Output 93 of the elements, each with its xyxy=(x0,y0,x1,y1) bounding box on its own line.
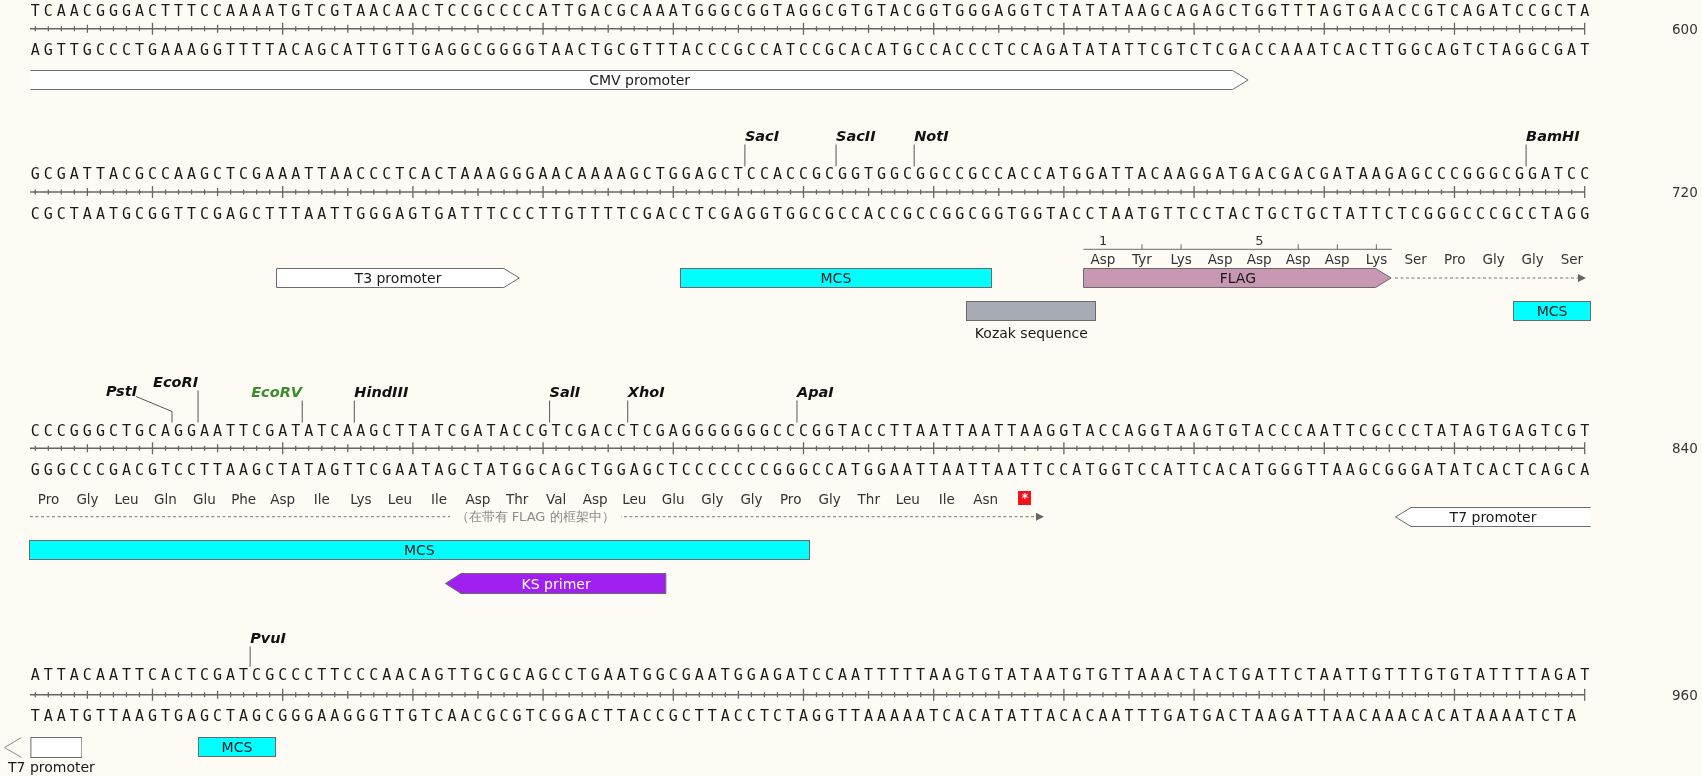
feature-label: MCS xyxy=(820,270,852,286)
dna-sequence: CCCGGGCTGCAGGAATTCGATATCAAGCTTATCGATACCGTCGACCTCGAGGGGGGGCCCGGTACCTTAATTAATTAAGGTACCAGGTAAGTGTACCCAATTCGCCCTATAGTGAGTCGT xyxy=(30,422,1590,440)
amino-acid-label: Thr xyxy=(506,491,529,507)
amino-acid-label: Thr xyxy=(857,491,880,507)
amino-acid-label: Gly xyxy=(1521,251,1544,267)
amino-acid-label: Lys xyxy=(1365,251,1388,267)
amino-acid-label: Asp xyxy=(1324,251,1350,267)
amino-acid-label: Asp xyxy=(1285,251,1311,267)
amino-acid-label: Pro xyxy=(37,491,60,507)
feature-label: Kozak sequence xyxy=(974,324,1088,341)
amino-acid-label: Gly xyxy=(1482,251,1505,267)
amino-acid-label: Glu xyxy=(193,491,216,507)
dna-sequence: TCAACGGGACTTTCCAAAATGTCGTAACAACTCCGCCCCATTGACGCAAATGGGCGGTAGGCGTGTACGGTGGGAGGTCTATATAAGCAGAGCTGGTTTAGTGAACCGTCAGATCCGCTA xyxy=(30,2,1590,20)
amino-acid-label: Glu xyxy=(661,491,685,507)
dna-sequence: TAATGTTAAGTGAGCTAGCGGGAAGGGTTGTCAACGCGTCGGACTTACCGCTTACCTCTAGGTTAAAAATCACATATTACACAATTTGATGACTAAGATTAACAAACACATAAAATCTA xyxy=(30,707,1577,725)
residue-number: 5 xyxy=(1255,233,1264,249)
amino-acid-label: Ile xyxy=(938,491,955,507)
amino-acid-label: Gly xyxy=(740,491,763,507)
amino-acid-label: Leu xyxy=(622,491,647,507)
amino-acid-label: Asp xyxy=(1246,251,1272,267)
feature-box xyxy=(679,268,993,288)
feature-label: KS primer xyxy=(521,575,591,592)
amino-acid-label: Asn xyxy=(973,491,999,507)
leader-line xyxy=(744,144,746,167)
leader-line xyxy=(353,400,355,423)
amino-acid-label: Asp xyxy=(465,491,491,507)
dna-sequence: AGTTGCCCTGAAAGGTTTTACAGCATTGTTGAGGCGGGGTAACTGCGTTTACCCGCCATCCGCACATGCCACCCTCCAGATATATTCGTCTCGACCAAATCACTTGGCAGTCTAGGCGAT xyxy=(30,41,1590,59)
residue-number: 1 xyxy=(1098,233,1108,249)
feature-label: CMV promoter xyxy=(589,72,691,88)
dna-sequence: GGGCCCGACGTCCTTAAGCTATAGTTCGAATAGCTATGGCAGCTGGAGCTCCCCCCCGGGCCATGGAATTAATTAATTCCATGGTCCATTCACATGGGTTAAGCGGGATATCACTCAGCA xyxy=(30,461,1590,479)
feature-label: MCS xyxy=(1536,303,1568,319)
enzyme-label: HindIII xyxy=(354,383,409,401)
enzyme-label: SacI xyxy=(744,127,780,145)
leader-line xyxy=(135,396,173,423)
frame-note: （在带有 FLAG 的框架中） xyxy=(449,508,621,525)
amino-acid-label: Leu xyxy=(387,491,412,507)
feature-label: MCS xyxy=(403,542,435,558)
enzyme-label: EcoRV xyxy=(251,383,303,401)
amino-acid-label: Asp xyxy=(1090,251,1116,267)
enzyme-label: BamHI xyxy=(1526,127,1580,145)
enzyme-label: XhoI xyxy=(627,383,665,401)
feature-label: T7 promoter xyxy=(8,759,95,775)
amino-acid-label: Lys xyxy=(1170,251,1192,267)
amino-acid-label: Ser xyxy=(1560,251,1584,267)
position-number: 720 xyxy=(1672,184,1698,200)
amino-acid-label: Ile xyxy=(313,491,330,507)
amino-acid-label: Ile xyxy=(430,491,447,507)
enzyme-label: PstI xyxy=(106,382,138,400)
amino-acid-label: Asp xyxy=(270,491,296,507)
amino-acid-label: Asp xyxy=(582,491,608,507)
amino-acid-label: Ser xyxy=(1404,251,1427,267)
leader-line xyxy=(301,400,303,423)
leader-line xyxy=(249,646,251,668)
dna-sequence: CGCTAATGCGGTTCGAGCTTTAATTGGGAGTGATTTCCCTTGTTTTCGACCTCGAGGTGGCGCCACCGCCGGCGGTGGTACCTAATGTTCCTACTGCTGCTATTCTCGGGCCCGCCTAGG xyxy=(30,205,1590,223)
amino-acid-label: Leu xyxy=(895,491,920,507)
amino-acid-label: Gly xyxy=(76,491,99,507)
amino-acid-label: Val xyxy=(546,491,567,507)
amino-acid-label: Phe xyxy=(231,491,257,507)
dna-sequence: ATTACAATTCACTCGATCGCCCTTCCCAACAGTTGCGCAGCCTGAATGGCGAATGGAGATCCAATTTTTAAGTGTATAATGTGTTAAACTACTGATTCTAATTGTTTGTGTATTTTAGAT xyxy=(30,666,1590,684)
feature-box xyxy=(198,737,277,757)
feature-label: T3 promoter xyxy=(354,270,442,286)
amino-acid-label: Lys xyxy=(350,491,372,507)
feature-box xyxy=(28,540,810,560)
position-number: 960 xyxy=(1672,686,1698,703)
feature-label: MCS xyxy=(221,739,253,755)
leader-line xyxy=(549,400,551,423)
dna-sequence: GCGATTACGCCAAGCTCGAAATTAACCCTCACTAAAGGGAACAAAAGCTGGAGCTCCACCGCGGTGGCGGCCGCCACCATGGATTACAAGGATGACGACGATAAGAGCCCGGGCGGATCC xyxy=(30,166,1590,184)
position-number: 600 xyxy=(1672,20,1698,37)
position-number: 840 xyxy=(1672,440,1698,457)
leader-line xyxy=(627,400,629,423)
feature-label: T7 promoter xyxy=(1449,509,1537,525)
amino-acid-label: Gln xyxy=(154,491,177,507)
amino-acid-label: Gly xyxy=(818,491,841,507)
feature-label: FLAG xyxy=(1219,270,1257,286)
leader-line xyxy=(796,400,798,423)
amino-acid-label: Pro xyxy=(779,491,802,507)
leader-line xyxy=(197,390,199,423)
enzyme-label: SacII xyxy=(836,127,876,145)
leader-line xyxy=(835,144,837,167)
amino-acid-label: Pro xyxy=(1444,251,1466,267)
enzyme-label: PvuI xyxy=(250,629,286,647)
amino-acid-label: Asp xyxy=(1207,251,1233,267)
leader-line xyxy=(913,144,915,167)
amino-acid-label: Tyr xyxy=(1132,251,1152,267)
enzyme-label: EcoRI xyxy=(153,373,199,391)
amino-acid-label: Leu xyxy=(114,491,139,507)
enzyme-label: ApaI xyxy=(796,383,834,401)
stop-codon-mark: * xyxy=(1018,491,1032,505)
enzyme-label: NotI xyxy=(914,127,949,145)
amino-acid-label: Gly xyxy=(701,491,724,507)
feature-box xyxy=(1513,301,1592,321)
enzyme-label: SalI xyxy=(549,383,581,401)
leader-line xyxy=(1525,144,1527,167)
